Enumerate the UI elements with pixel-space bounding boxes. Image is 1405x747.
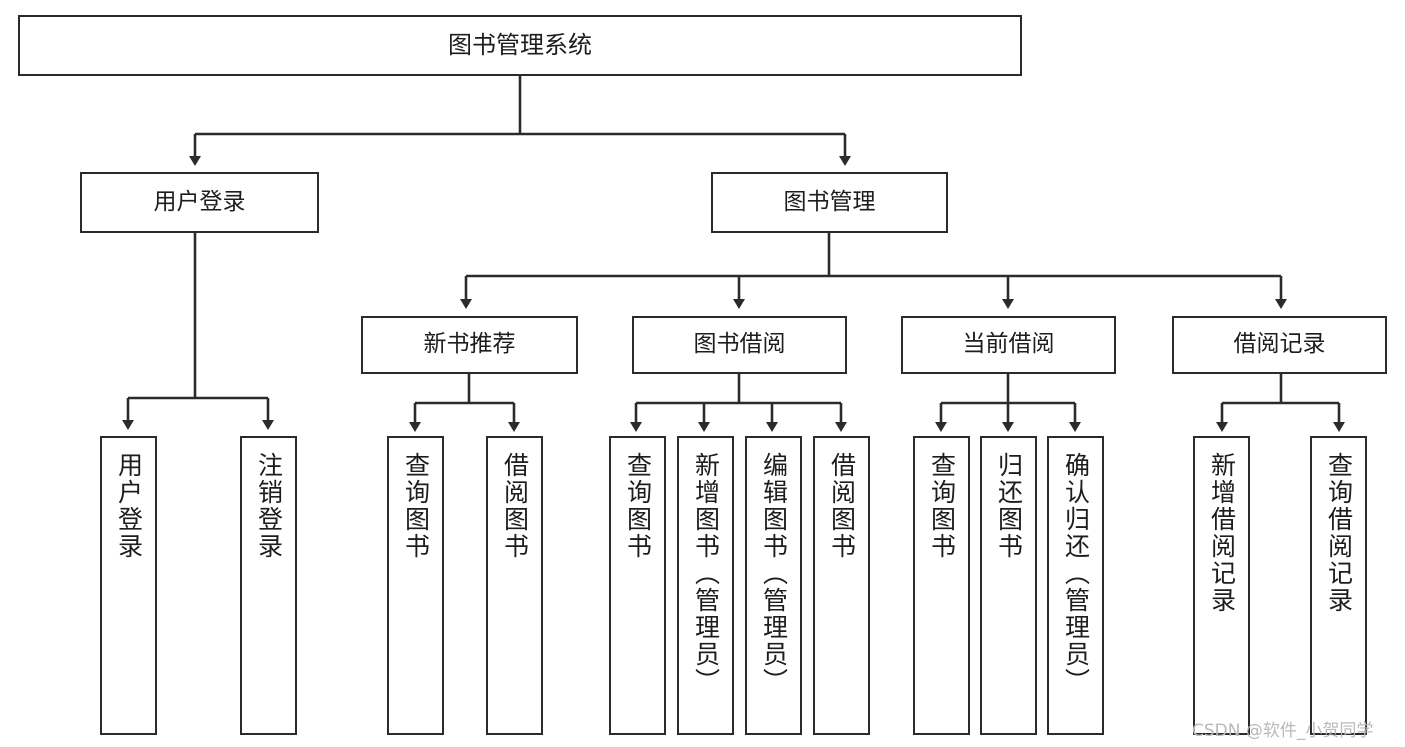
leaf-current-confirm-return-admin[interactable]: 确认归还（管理员） [1047,436,1104,735]
node-label: 图书管理 [783,188,876,215]
node-label: 查询图书 [623,452,653,560]
node-label: 图书借阅 [693,331,786,358]
node-label: 借阅记录 [1233,331,1326,358]
node-label: 查询图书 [927,452,957,560]
leaf-new-book-borrow[interactable]: 借阅图书 [486,436,543,735]
leaf-borrow-add-book-admin[interactable]: 新增图书（管理员） [677,436,734,735]
leaf-new-book-query[interactable]: 查询图书 [387,436,444,735]
node-current-borrow[interactable]: 当前借阅 [901,316,1116,374]
node-label: 归还图书 [994,452,1024,560]
node-root-system[interactable]: 图书管理系统 [18,15,1022,76]
node-user-login[interactable]: 用户登录 [80,172,319,233]
node-label: 新书推荐 [423,331,516,358]
leaf-borrow-borrow-book[interactable]: 借阅图书 [813,436,870,735]
node-label: 用户登录 [114,452,144,560]
leaf-user-login-login[interactable]: 用户登录 [100,436,157,735]
node-label: 用户登录 [153,188,246,215]
node-label: 图书管理系统 [448,31,592,60]
node-label: 当前借阅 [962,331,1055,358]
leaf-current-query-book[interactable]: 查询图书 [913,436,970,735]
node-borrow-record[interactable]: 借阅记录 [1172,316,1387,374]
leaf-record-query-record[interactable]: 查询借阅记录 [1310,436,1367,735]
node-label: 新增图书（管理员） [691,452,721,695]
node-label: 确认归还（管理员） [1061,452,1091,695]
leaf-record-add-record[interactable]: 新增借阅记录 [1193,436,1250,735]
node-label: 借阅图书 [500,452,530,560]
node-book-management[interactable]: 图书管理 [711,172,948,233]
node-label: 查询借阅记录 [1324,452,1354,614]
node-new-book-recommend[interactable]: 新书推荐 [361,316,578,374]
leaf-user-login-logout[interactable]: 注销登录 [240,436,297,735]
node-book-borrow[interactable]: 图书借阅 [632,316,847,374]
node-label: 新增借阅记录 [1207,452,1237,614]
node-label: 查询图书 [401,452,431,560]
node-label: 注销登录 [254,452,284,560]
leaf-borrow-query-book[interactable]: 查询图书 [609,436,666,735]
node-label: 编辑图书（管理员） [759,452,789,695]
leaf-current-return-book[interactable]: 归还图书 [980,436,1037,735]
node-label: 借阅图书 [827,452,857,560]
leaf-borrow-edit-book-admin[interactable]: 编辑图书（管理员） [745,436,802,735]
